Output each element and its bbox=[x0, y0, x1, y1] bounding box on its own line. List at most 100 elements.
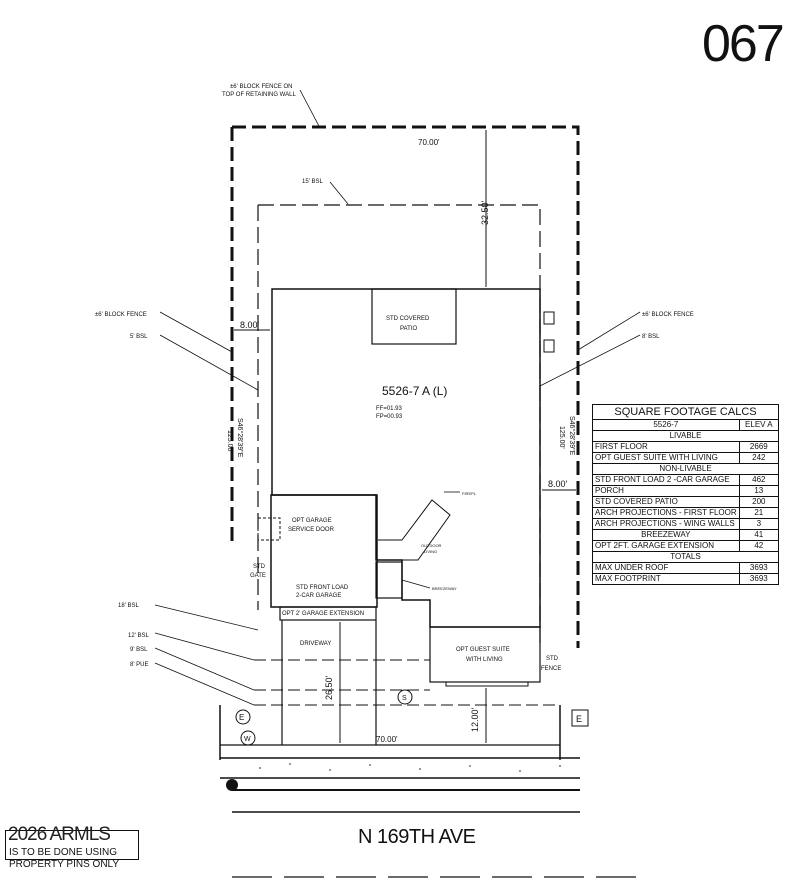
label-breezeway: BREEZEWAY bbox=[432, 586, 457, 591]
table-cell: ARCH PROJECTIONS - FIRST FLOOR bbox=[592, 507, 740, 519]
dim-side-right: 8.00' bbox=[548, 479, 568, 489]
table-cell: MAX UNDER ROOF bbox=[592, 562, 740, 574]
label-gate-2: GATE bbox=[250, 573, 266, 579]
section-nonlivable: NON-LIVABLE bbox=[592, 463, 779, 475]
table-cell: 462 bbox=[738, 474, 780, 486]
dim-width-bottom: 70.00' bbox=[376, 735, 398, 744]
marker-e-right: E bbox=[576, 714, 582, 724]
property-line bbox=[230, 125, 580, 648]
marker-box-right bbox=[571, 709, 589, 727]
table-cell: 2669 bbox=[738, 441, 780, 453]
table-cell: STD COVERED PATIO bbox=[592, 496, 740, 508]
plan-label: 5526-7 A (L) bbox=[382, 384, 447, 398]
fp-label: FP=00.93 bbox=[376, 414, 403, 420]
marker-w-circle bbox=[240, 730, 256, 746]
table-cell: 21 bbox=[738, 507, 780, 519]
table-cell: OPT 2FT. GARAGE EXTENSION bbox=[592, 540, 740, 552]
table-title: SQUARE FOOTAGE CALCS bbox=[592, 404, 779, 420]
label-gate: STD bbox=[253, 564, 266, 570]
dim-side-left: 8.00' bbox=[240, 320, 260, 330]
label-outdoor-living: OUTDOOR bbox=[421, 543, 442, 548]
label-guest-suite-2: WITH LIVING bbox=[466, 657, 503, 663]
table-cell: 3 bbox=[738, 518, 780, 530]
label-fireplace: FIREPL bbox=[462, 491, 477, 496]
table-cell: 200 bbox=[738, 496, 780, 508]
label-garage-2: 2-CAR GARAGE bbox=[296, 593, 341, 599]
table-cell: OPT GUEST SUITE WITH LIVING bbox=[592, 452, 740, 464]
dim-front-setback: 26.50' bbox=[324, 675, 334, 700]
dim-front-12: 12.00' bbox=[470, 707, 480, 732]
label-garage-door: OPT GARAGE bbox=[292, 518, 332, 524]
label-covered-patio: STD COVERED bbox=[386, 316, 430, 322]
note-bsl-15: 15' BSL bbox=[302, 179, 323, 185]
dim-width-top: 70.00' bbox=[418, 138, 440, 147]
note-bsl-5: 5' BSL bbox=[130, 334, 148, 340]
label-driveway: DRIVEWAY bbox=[300, 641, 331, 647]
marker-e: E bbox=[239, 713, 244, 722]
staking-line-2: PROPERTY PINS ONLY bbox=[9, 859, 120, 870]
table-cell: 13 bbox=[738, 485, 780, 497]
bearing-left: S46°28'39"E bbox=[236, 418, 244, 458]
table-plan: 5526-7 bbox=[592, 419, 740, 431]
length-right: 125.00' bbox=[558, 426, 565, 449]
note-block-fence-top: ±6' BLOCK FENCE ON bbox=[230, 84, 292, 90]
covered-patio bbox=[371, 288, 457, 345]
note-bsl-18: 18' BSL bbox=[118, 603, 139, 609]
note-block-fence-left: ±6' BLOCK FENCE bbox=[95, 312, 147, 318]
bearing-right: S46°28'39"E bbox=[568, 416, 576, 456]
label-outdoor-living-2: LIVING bbox=[424, 549, 437, 554]
label-std-fence: STD bbox=[546, 656, 559, 662]
lot-number: 067 bbox=[702, 15, 785, 73]
table-cell: ARCH PROJECTIONS - WING WALLS bbox=[592, 518, 740, 530]
section-livable: LIVABLE bbox=[592, 430, 779, 442]
note-bsl-9: 9' BSL bbox=[130, 647, 148, 653]
length-left: 125.00' bbox=[226, 430, 233, 453]
table-cell: FIRST FLOOR bbox=[592, 441, 740, 453]
breezeway bbox=[375, 561, 403, 599]
table-cell: MAX FOOTPRINT bbox=[592, 573, 740, 585]
table-elev: ELEV A bbox=[738, 419, 780, 431]
table-cell: 41 bbox=[738, 529, 780, 541]
note-block-fence-top-2: TOP OF RETAINING WALL bbox=[222, 92, 296, 98]
table-cell: 42 bbox=[738, 540, 780, 552]
label-guest-suite: OPT GUEST SUITE bbox=[456, 647, 510, 653]
label-garage-door-2: SERVICE DOOR bbox=[288, 527, 335, 533]
table-cell: PORCH bbox=[592, 485, 740, 497]
table-cell: BREEZEWAY bbox=[592, 529, 740, 541]
label-std-fence-2: FENCE bbox=[541, 666, 561, 672]
table-cell: STD FRONT LOAD 2 -CAR GARAGE bbox=[592, 474, 740, 486]
street-name: N 169TH AVE bbox=[358, 826, 476, 848]
survey-monument-icon bbox=[226, 779, 238, 791]
note-block-fence-right: ±6' BLOCK FENCE bbox=[642, 312, 694, 318]
table-cell: 242 bbox=[738, 452, 780, 464]
note-bsl-8: 8' BSL bbox=[642, 334, 660, 340]
label-covered-patio-2: PATIO bbox=[400, 326, 417, 332]
outdoor-living bbox=[378, 499, 451, 561]
service-door bbox=[257, 517, 281, 541]
label-garage: STD FRONT LOAD bbox=[296, 585, 349, 591]
garage-extension bbox=[279, 606, 377, 621]
marker-s-circle bbox=[397, 689, 413, 705]
marker-e-circle bbox=[235, 709, 251, 725]
label-garage-extension: OPT 2' GARAGE EXTENSION bbox=[282, 611, 364, 617]
staking-line-1: IS TO BE DONE USING bbox=[9, 847, 117, 858]
driveway bbox=[281, 620, 377, 745]
table-cell: 3693 bbox=[738, 573, 780, 585]
marker-w: W bbox=[244, 736, 251, 743]
section-totals: TOTALS bbox=[592, 551, 779, 563]
table-cell: 3693 bbox=[738, 562, 780, 574]
setback-line bbox=[257, 204, 541, 645]
